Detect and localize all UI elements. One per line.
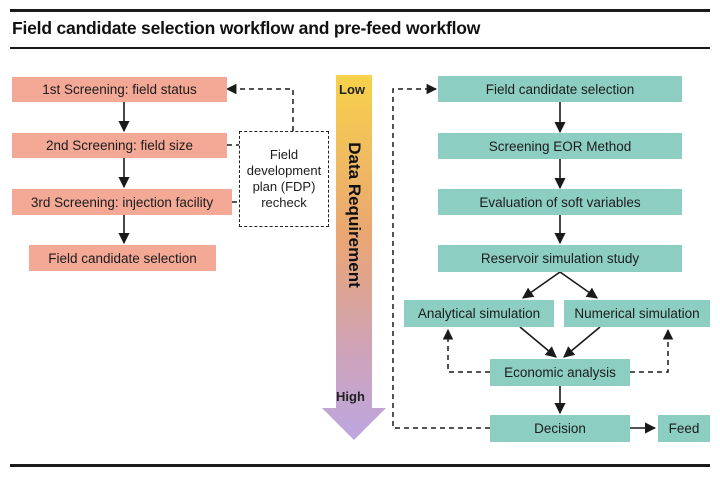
- dash-economic-analytical: [442, 328, 490, 373]
- screening-injection-facility-box: 3rd Screening: injection facility: [12, 189, 232, 215]
- economic-analysis-box: Economic analysis: [490, 359, 630, 386]
- decision-box: Decision: [490, 415, 630, 442]
- dash-fdp-step1: [225, 83, 294, 131]
- top-rule: [10, 9, 710, 12]
- fdp-line-3: plan (FDP): [252, 179, 316, 194]
- data-requirement-label: Data Requirement: [345, 142, 364, 288]
- arrow-analytical-economic: [519, 326, 557, 358]
- fdp-line-4: recheck: [261, 195, 307, 210]
- feed-box: Feed: [658, 415, 710, 442]
- fdp-line-1: Field: [269, 147, 299, 162]
- arrow-numerical-economic: [563, 326, 601, 358]
- dash-economic-numerical: [630, 328, 674, 373]
- data-requirement-arrow: [322, 75, 386, 440]
- screening-eor-method-box: Screening EOR Method: [438, 133, 682, 159]
- evaluation-soft-variables-box: Evaluation of soft variables: [438, 189, 682, 215]
- fdp-recheck-box: Field development plan (FDP) recheck: [239, 131, 329, 227]
- arrow-reservoir-analytical: [522, 271, 561, 299]
- screening-field-size-box: 2nd Screening: field size: [12, 133, 227, 158]
- reservoir-simulation-study-box: Reservoir simulation study: [438, 245, 682, 272]
- analytical-simulation-box: Analytical simulation: [404, 300, 554, 327]
- numerical-simulation-box: Numerical simulation: [564, 300, 710, 327]
- left-field-candidate-selection-box: Field candidate selection: [29, 245, 216, 271]
- data-requirement-low: Low: [339, 82, 365, 97]
- bottom-rule: [10, 464, 710, 467]
- dash-decision-fcs: [392, 83, 490, 429]
- fdp-line-2: development: [246, 163, 322, 178]
- field-candidate-selection-box: Field candidate selection: [438, 76, 682, 102]
- screening-field-status-box: 1st Screening: field status: [12, 77, 227, 102]
- page-title: Field candidate selection workflow and p…: [12, 18, 481, 38]
- title-rule: [10, 47, 710, 49]
- arrow-reservoir-numerical: [559, 271, 598, 299]
- data-requirement-high: High: [336, 389, 365, 404]
